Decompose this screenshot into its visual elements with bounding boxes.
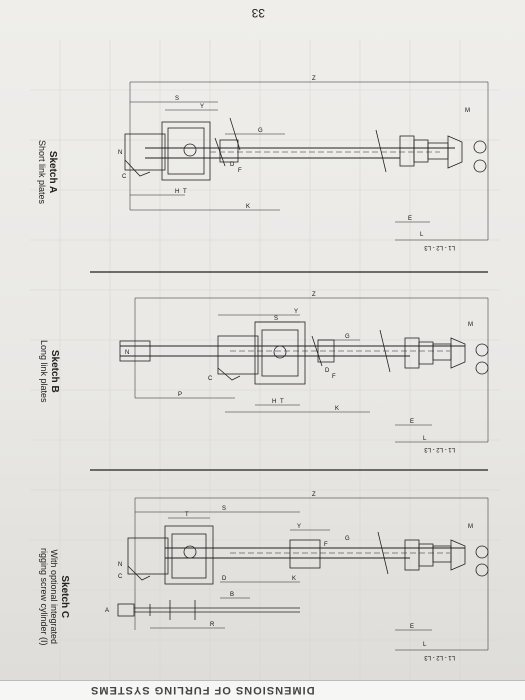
label-k-b: K [335,406,339,412]
label-n-a: N [118,150,122,156]
page-header: DIMENSIONS OF FURLING SYSTEMS [90,684,315,696]
label-l-b: L [423,436,427,442]
label-s-b: S [274,316,278,322]
label-b-c: B [230,592,234,598]
label-y-a: Y [200,104,204,110]
label-z-a: Z [312,76,316,82]
label-l-c: L [423,642,427,648]
label-f-c: F [324,542,328,548]
label-m-a: M [465,108,470,114]
label-h-a: H [175,189,179,195]
label-z-b: Z [312,292,316,298]
label-m-b: M [468,322,473,328]
label-h-b: H [272,399,276,405]
label-s-a: S [175,96,179,102]
label-m-c: M [468,524,473,530]
label-d-c: D [222,576,227,582]
sketch-c-title: Sketch C [59,575,70,619]
sketch-b-labels: Z Y S G M N C P H T K E L D F L1 - L2 - … [125,292,473,452]
label-k-c: K [292,576,296,582]
sketch-a-title: Sketch A [47,150,58,194]
label-c-b: C [208,376,213,382]
label-s-c: S [222,506,226,512]
label-lformula-b: L1 - L2 - L3 [424,446,455,452]
sketch-c-caption: Sketch C With optional integrated riggin… [39,548,70,646]
header-strip [0,680,525,700]
label-f-b: F [332,374,336,380]
sketch-a-drawing [124,81,489,241]
label-t-c: T [185,512,189,518]
sketch-b-drawing [119,297,489,443]
label-t-a: T [183,189,187,195]
label-a-c: A [105,608,109,614]
sketch-c-subtitle-2: rigging screw cylinder (I) [39,548,49,646]
label-t-b: T [280,399,284,405]
label-c-a: C [122,174,127,180]
label-c-c: C [118,574,123,580]
label-n-b: N [125,350,129,356]
label-n-c: N [118,562,122,568]
label-y-c: Y [297,524,301,530]
label-d-a: D [230,162,235,168]
label-lformula-a: L1 - L2 - L3 [424,244,455,250]
sketch-b-title: Sketch B [49,349,60,393]
sketch-a-caption: Sketch A Short link plates [37,140,58,204]
label-p-b: P [178,392,182,398]
sketch-c-drawing [117,497,489,651]
sketch-b-subtitle: Long link plates [39,340,49,403]
label-l-a: L [420,232,424,238]
label-z-c: Z [312,492,316,498]
sketch-c-subtitle: With optional integrated [49,549,59,645]
label-e-b: E [410,419,414,425]
sketch-b-caption: Sketch B Long link plates [39,340,60,403]
label-g-c: G [345,536,350,542]
background-grid [30,40,500,680]
sketch-a-subtitle: Short link plates [37,140,47,205]
sketch-a-labels: Z S Y G M N C H T K E L D F L1 - L2 - L3 [118,76,470,250]
sketch-c-labels: Z S T Y G F M N C K D B A R E L L1 - L2 … [105,492,473,660]
label-e-c: E [410,624,414,630]
label-g-a: G [258,128,263,134]
label-d-b: D [325,368,330,374]
label-y-b: Y [294,309,298,315]
label-f-a: F [238,168,242,174]
label-r-c: R [210,622,215,628]
label-g-b: G [345,334,350,340]
label-e-a: E [408,216,412,222]
label-lformula-c: L1 - L2 - L3 [424,654,455,660]
label-k-a: K [246,204,250,210]
